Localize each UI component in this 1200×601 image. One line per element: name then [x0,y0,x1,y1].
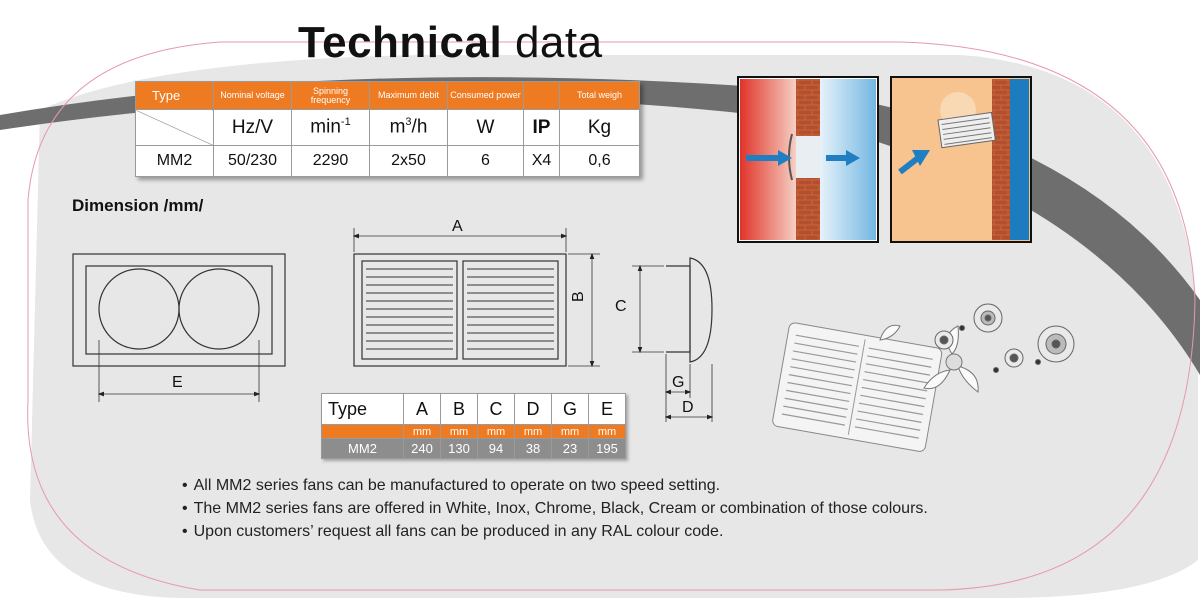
dim-letter-a: A [403,393,441,425]
dim-letter-b: B [440,393,478,425]
note-item: The MM2 series fans are offered in White… [182,497,928,520]
spec-header-ip [523,81,560,110]
spec-value-ip: X4 [523,145,560,177]
label-c: C [615,298,627,315]
spec-header-weight: Total weigh [559,81,640,110]
spec-unit-debit-suffix: /h [411,116,428,138]
spec-values-row: MM2 50/230 2290 2x50 6 X4 0,6 [135,145,640,177]
spec-unit-debit-base: m [389,116,406,138]
wall-installation-illustration [737,76,879,243]
spec-units-row: Hz/V min-1 m3/h W IP Kg [135,109,640,146]
exploded-fan-illustration [772,303,1075,452]
dim-value-row: MM2 240 130 94 38 23 195 [321,438,626,459]
spec-unit-debit: m3/h [369,109,448,146]
dim-unit-empty [321,424,404,439]
spec-table: Type Nominal voltage Spinning frequency … [135,81,640,177]
spec-units-diagonal [135,109,214,146]
dim-unit: mm [551,424,589,439]
dim-letter-c: C [477,393,515,425]
grey-swoosh [0,77,1200,376]
dim-letter-d: D [514,393,552,425]
pink-border [27,41,1196,591]
spec-header-power: Consumed power [447,81,524,110]
title-light: data [514,18,603,67]
label-d: D [682,399,694,416]
notes-list: All MM2 series fans can be manufactured … [182,474,928,543]
dim-unit: mm [588,424,626,439]
front-view-drawing [72,253,286,402]
dim-value-g: 23 [551,438,589,459]
dimension-table: Type A B C D G E mm mm mm mm mm mm MM2 2… [321,393,626,459]
dim-unit: mm [477,424,515,439]
dim-unit: mm [440,424,478,439]
label-g: G [672,374,685,391]
dimension-title: Dimension /mm/ [72,196,204,215]
spec-unit-debit-exp: 3 [405,116,412,129]
dim-value-e: 195 [588,438,626,459]
spec-header-debit: Maximum debit [369,81,448,110]
spec-value-frequency: 2290 [291,145,370,177]
spec-value-weight: 0,6 [559,145,640,177]
spec-value-power: 6 [447,145,524,177]
dim-letter-g: G [551,393,589,425]
title-strong: Technical [298,18,503,67]
spec-value-debit: 2x50 [369,145,448,177]
label-e: E [172,374,183,391]
dim-letter-e: E [588,393,626,425]
spec-header-frequency: Spinning frequency [291,81,370,110]
spec-value-voltage: 50/230 [213,145,292,177]
dim-value-a: 240 [403,438,441,459]
side-view-drawing [632,257,714,422]
dim-unit: mm [403,424,441,439]
spec-unit-frequency-base: min [310,116,341,138]
spec-unit-frequency-exp: -1 [340,116,351,129]
dim-model: MM2 [321,438,404,459]
dim-value-c: 94 [477,438,515,459]
dim-value-d: 38 [514,438,552,459]
dim-header-row: Type A B C D G E [321,393,626,425]
dim-unit-row: mm mm mm mm mm mm [321,424,626,439]
note-item: Upon customers’ request all fans can be … [182,520,928,543]
spec-header-type: Type [135,81,214,110]
spec-header-row: Type Nominal voltage Spinning frequency … [135,81,640,110]
dim-value-b: 130 [440,438,478,459]
spec-value-type: MM2 [135,145,214,177]
dim-type-label: Type [321,393,404,425]
spec-unit-voltage: Hz/V [213,109,292,146]
label-b: B [570,291,587,302]
page-title: Technical data [298,18,603,68]
note-item: All MM2 series fans can be manufactured … [182,474,928,497]
dim-unit: mm [514,424,552,439]
wall-grille-illustration [890,76,1032,243]
spec-header-voltage: Nominal voltage [213,81,292,110]
label-a: A [452,218,463,235]
grille-drawing [352,228,600,368]
spec-unit-weight: Kg [559,109,640,146]
